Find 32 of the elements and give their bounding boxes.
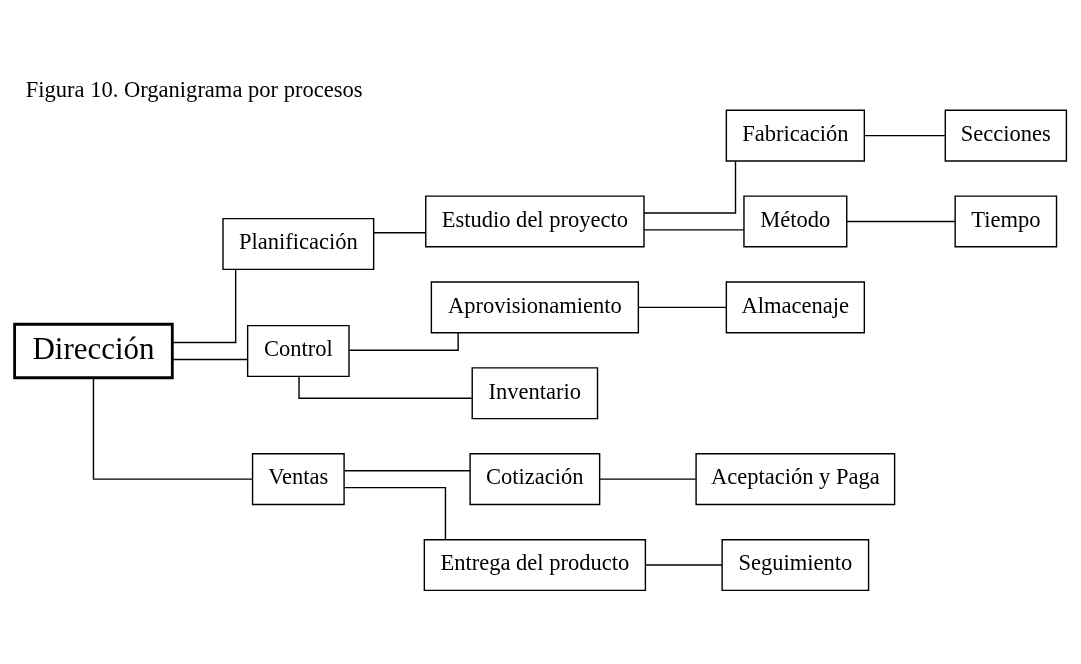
node-box: Aceptación y Paga — [695, 453, 896, 506]
node-box: Dirección — [13, 322, 174, 380]
connector — [864, 134, 946, 137]
node-box: Método — [743, 195, 848, 248]
connector — [343, 470, 471, 472]
node-box: Planificación — [222, 217, 375, 271]
connector — [343, 486, 447, 541]
connector — [846, 220, 956, 223]
node-box: Inventario — [471, 367, 599, 420]
connector — [298, 376, 473, 399]
node-box: Seguimiento — [721, 538, 870, 592]
node-box: Estudio del proyecto — [425, 195, 645, 248]
connector — [643, 160, 737, 214]
connector — [599, 478, 697, 480]
connector — [348, 332, 459, 351]
node-box: Control — [246, 324, 350, 378]
node-box: Aprovisionamiento — [430, 281, 640, 334]
connector — [373, 232, 427, 234]
node-box: Ventas — [251, 453, 345, 506]
connector — [171, 268, 237, 344]
connector — [171, 358, 248, 361]
node-box: Secciones — [944, 109, 1068, 162]
diagram-title: Figura 10. Organigrama por procesos — [25, 77, 363, 103]
connector — [637, 306, 727, 309]
connector — [645, 564, 723, 566]
node-box: Tiempo — [954, 195, 1058, 248]
node-box: Fabricación — [725, 109, 866, 162]
node-box: Cotización — [469, 453, 601, 506]
connector — [643, 229, 745, 231]
connector — [92, 377, 254, 480]
node-box: Almacenaje — [725, 281, 866, 334]
node-box: Entrega del producto — [423, 538, 647, 592]
